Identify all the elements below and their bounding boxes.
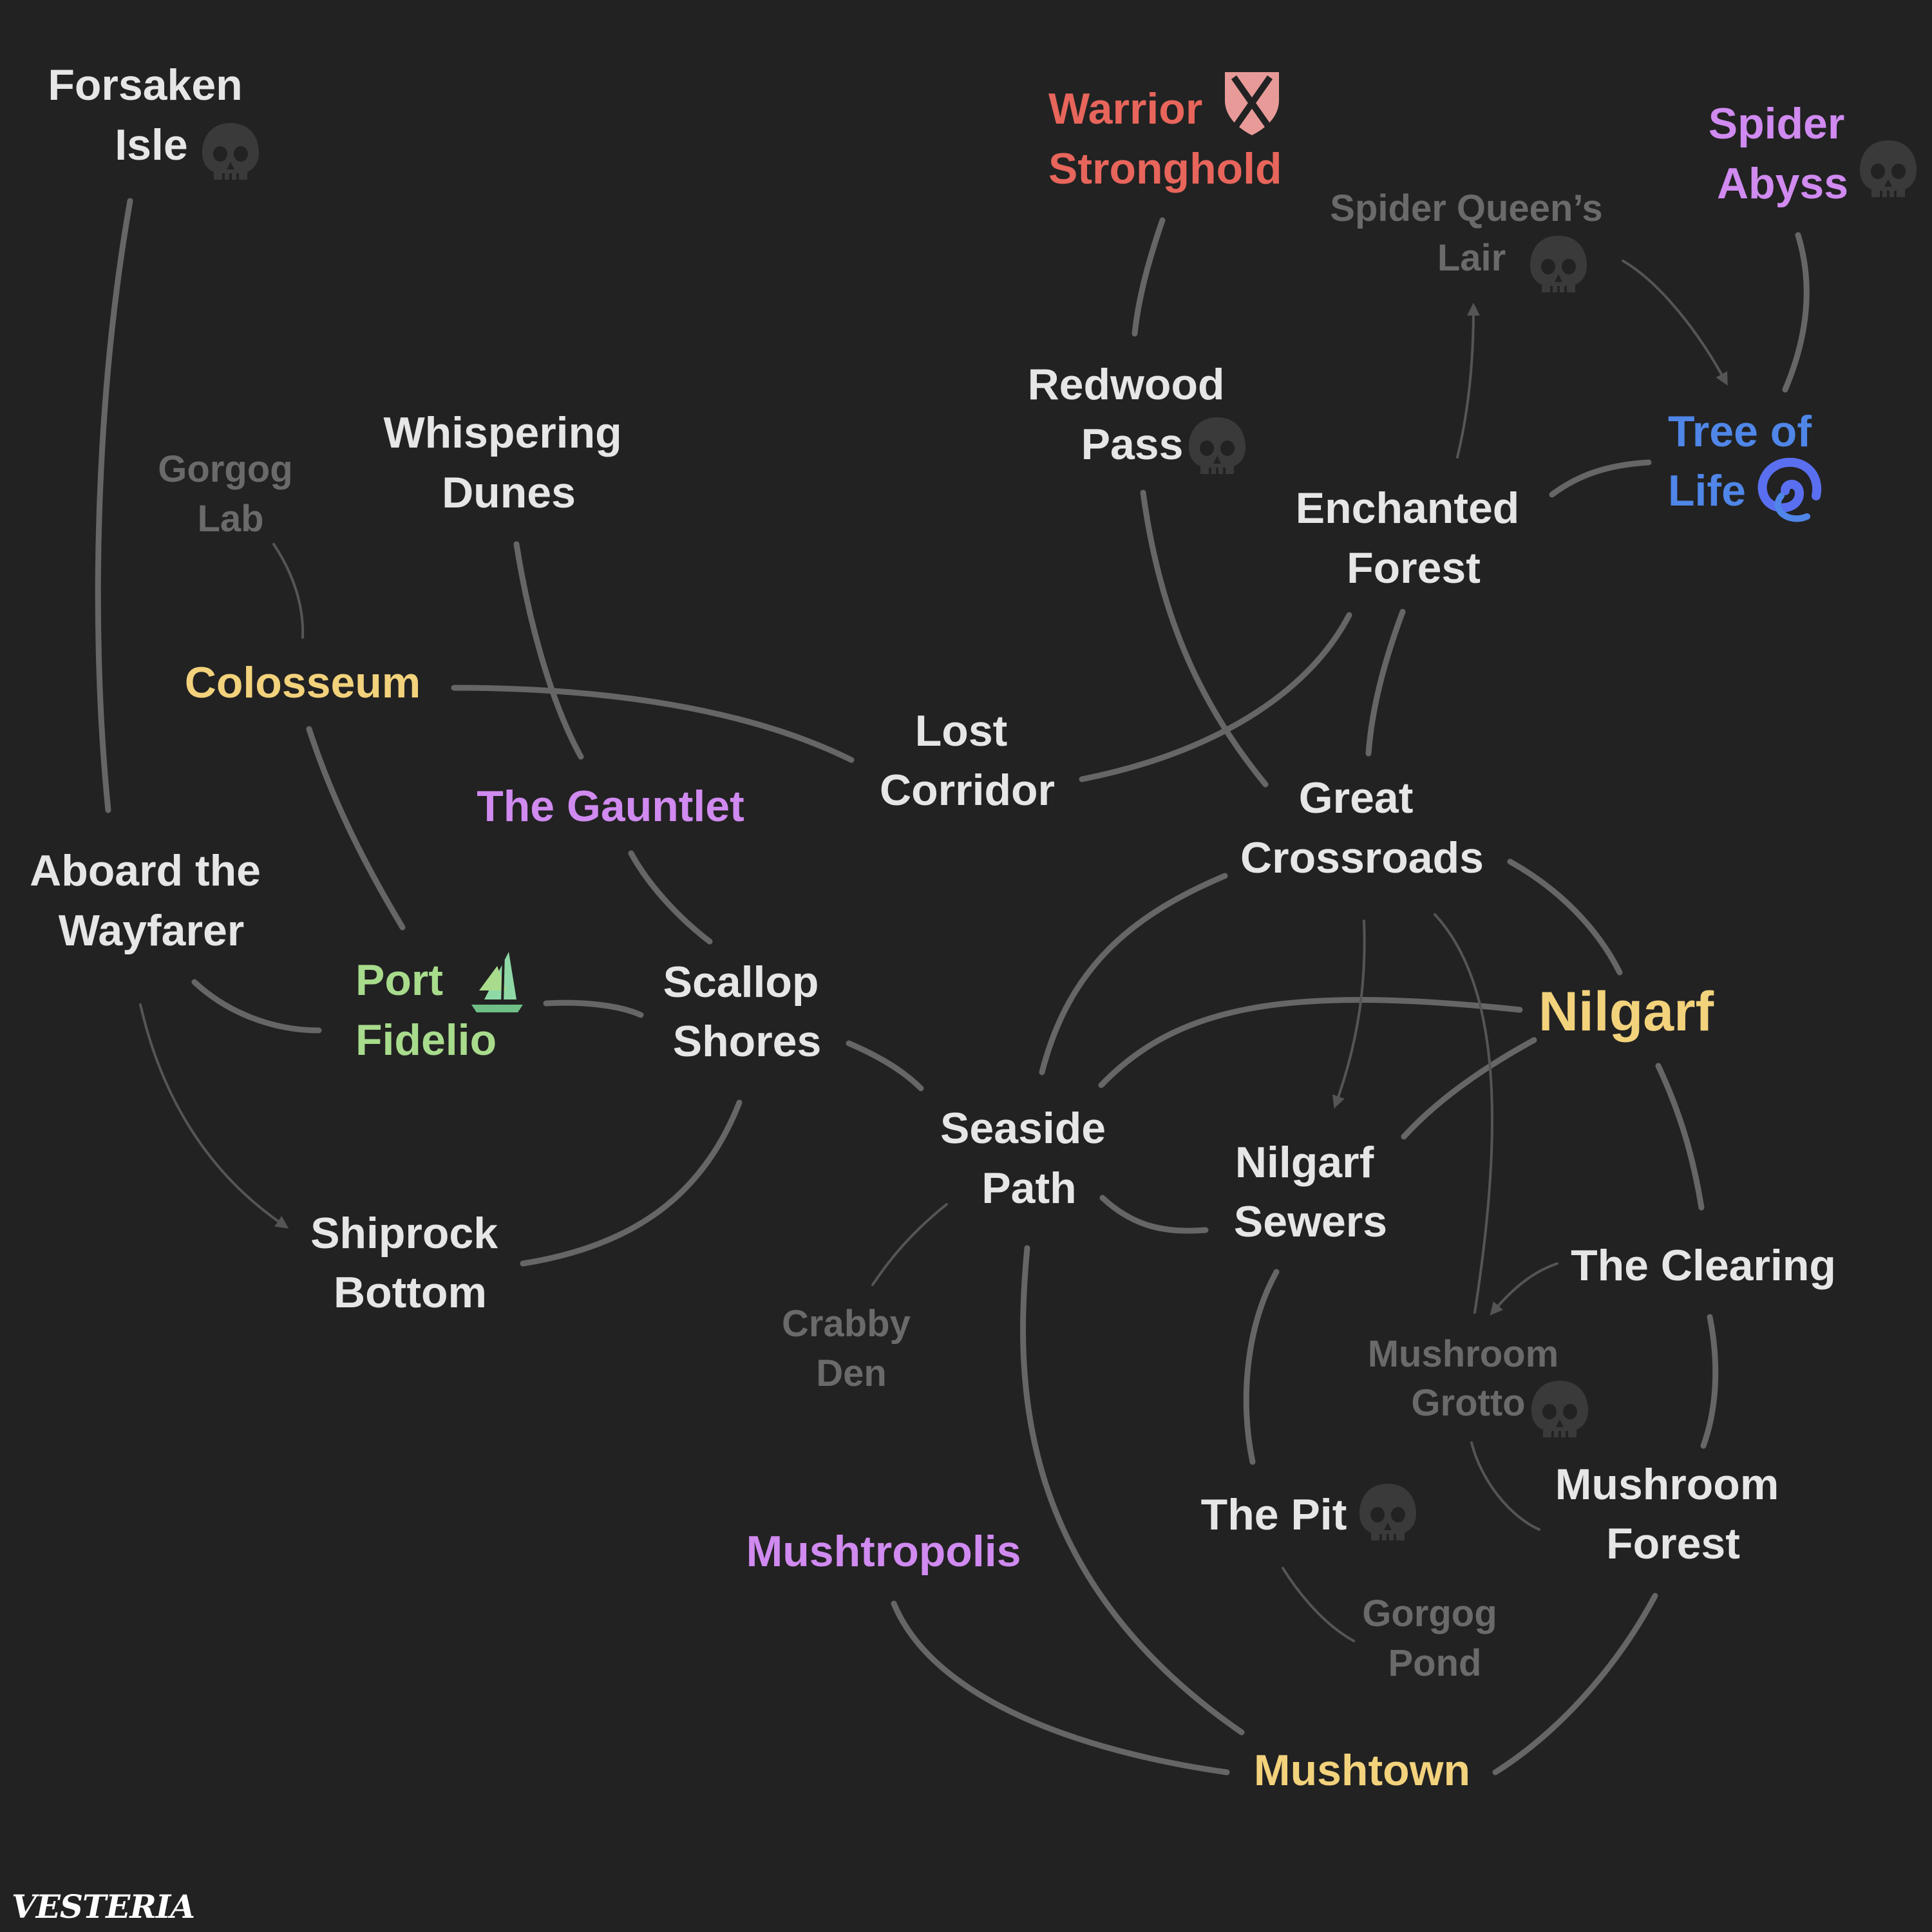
crossed-swords-shield-icon [1225, 72, 1279, 135]
minor-connections [139, 260, 1728, 1642]
location-spider-abyss[interactable]: Spider Abyss [1709, 99, 1857, 208]
location-warrior-stronghold[interactable]: Warrior Stronghold [1048, 84, 1282, 193]
edge-mushroom-forest-mushtown [1492, 1593, 1658, 1776]
location-the-clearing[interactable]: The Clearing [1571, 1241, 1836, 1290]
edge-gauntlet-scallop [628, 850, 713, 945]
edge-enchanted-tree [1549, 459, 1652, 498]
location-tree-of-life[interactable]: Tree of Life [1668, 407, 1824, 515]
location-gorgog-pond[interactable]: Gorgog Pond [1362, 1593, 1508, 1684]
edge-gorgog-lab-colosseum [272, 543, 305, 639]
vesteria-logo: VESTERIA [12, 1888, 194, 1926]
location-the-gauntlet[interactable]: The Gauntlet [477, 782, 744, 831]
edge-seaside-mushtown [1020, 1245, 1245, 1736]
edge-wayfarer-shiprock [139, 1003, 289, 1229]
location-labels: Forsaken Isle Gorgog Lab Whispering Dune… [30, 61, 1917, 1795]
edge-mushtropolis-mushtown [891, 1600, 1230, 1776]
edge-sewers-pit [1243, 1269, 1280, 1465]
location-enchanted-forest[interactable]: Enchanted Forest [1296, 484, 1532, 592]
location-nilgarf[interactable]: Nilgarf [1539, 981, 1714, 1043]
edge-pit-gorgog-pond [1282, 1567, 1355, 1642]
skull-icon [1860, 140, 1917, 197]
edge-clearing-mushroom-forest [1700, 1314, 1719, 1449]
location-the-pit[interactable]: The Pit [1201, 1490, 1347, 1539]
edge-crossroads-nilgarf [1507, 858, 1623, 976]
location-great-crossroads[interactable]: Great Crossroads [1240, 773, 1484, 882]
edge-enchanted-crossroads [1365, 609, 1406, 757]
skull-icon [1189, 417, 1245, 474]
edge-crossroads-sewers [1332, 920, 1366, 1109]
location-nilgarf-sewers[interactable]: Nilgarf Sewers [1234, 1138, 1387, 1246]
edge-nilgarf-clearing [1655, 1063, 1705, 1211]
skull-icon [1531, 1381, 1588, 1437]
edge-abyss-tree [1782, 232, 1810, 393]
location-mushroom-grotto[interactable]: Mushroom Grotto [1368, 1333, 1569, 1424]
skull-icon [1530, 236, 1587, 292]
location-mushroom-forest[interactable]: Mushroom Forest [1555, 1460, 1791, 1568]
ship-sail-icon [471, 951, 523, 1012]
location-gorgog-lab[interactable]: Gorgog Lab [158, 448, 303, 540]
location-mushtown[interactable]: Mushtown [1254, 1746, 1470, 1795]
location-redwood-pass[interactable]: Redwood Pass [1028, 360, 1237, 469]
edge-port-scallop [543, 999, 644, 1018]
edge-colosseum-port [306, 726, 406, 931]
edge-scallop-seaside [846, 1040, 924, 1092]
location-spider-queens-lair[interactable]: Spider Queen’s Lair [1330, 187, 1613, 279]
location-colosseum[interactable]: Colosseum [185, 658, 421, 707]
edge-dunes-gauntlet [513, 541, 584, 760]
edge-wayfarer-port [191, 979, 322, 1034]
location-port-fidelio[interactable]: Port Fidelio [355, 956, 497, 1065]
location-seaside-path[interactable]: Seaside Path [940, 1104, 1118, 1213]
skull-icon [202, 123, 259, 180]
location-lost-corridor[interactable]: Lost Corridor [880, 706, 1055, 815]
location-crabby-den[interactable]: Crabby Den [782, 1303, 921, 1394]
connections [95, 198, 1810, 1776]
edge-clearing-grotto [1490, 1262, 1558, 1316]
edge-seaside-sewers [1099, 1195, 1209, 1234]
edge-spider-lair-tree [1622, 260, 1728, 386]
edge-stronghold-redwood [1132, 217, 1166, 337]
swirl-portal-icon [1757, 457, 1822, 522]
location-mushtropolis[interactable]: Mushtropolis [746, 1527, 1021, 1576]
edge-forsaken-isle-wayfarer [95, 198, 133, 813]
edge-grotto-mushroom-forest [1470, 1441, 1540, 1531]
edge-redwood-crossroads [1140, 489, 1269, 788]
edge-crossroads-seaside [1039, 873, 1228, 1075]
edge-colosseum-lost-corridor [451, 685, 855, 763]
skull-icon [1359, 1484, 1416, 1540]
edge-nilgarf-sewers [1401, 1037, 1537, 1140]
location-whispering-dunes[interactable]: Whispering Dunes [383, 408, 634, 517]
location-shiprock-bottom[interactable]: Shiprock Bottom [310, 1209, 510, 1317]
location-forsaken-isle[interactable]: Forsaken Isle [48, 61, 254, 169]
edge-seaside-nilgarf [1098, 997, 1523, 1088]
edge-lost-corridor-enchanted [1079, 612, 1352, 782]
edge-enchanted-spider-lair [1456, 303, 1480, 459]
edge-seaside-crabby-den [871, 1203, 948, 1286]
edge-scallop-shiprock [520, 1099, 743, 1267]
location-aboard-the-wayfarer[interactable]: Aboard the Wayfarer [30, 846, 273, 955]
location-scallop-shores[interactable]: Scallop Shores [663, 958, 831, 1066]
edge-crossroads-grotto [1434, 913, 1494, 1314]
